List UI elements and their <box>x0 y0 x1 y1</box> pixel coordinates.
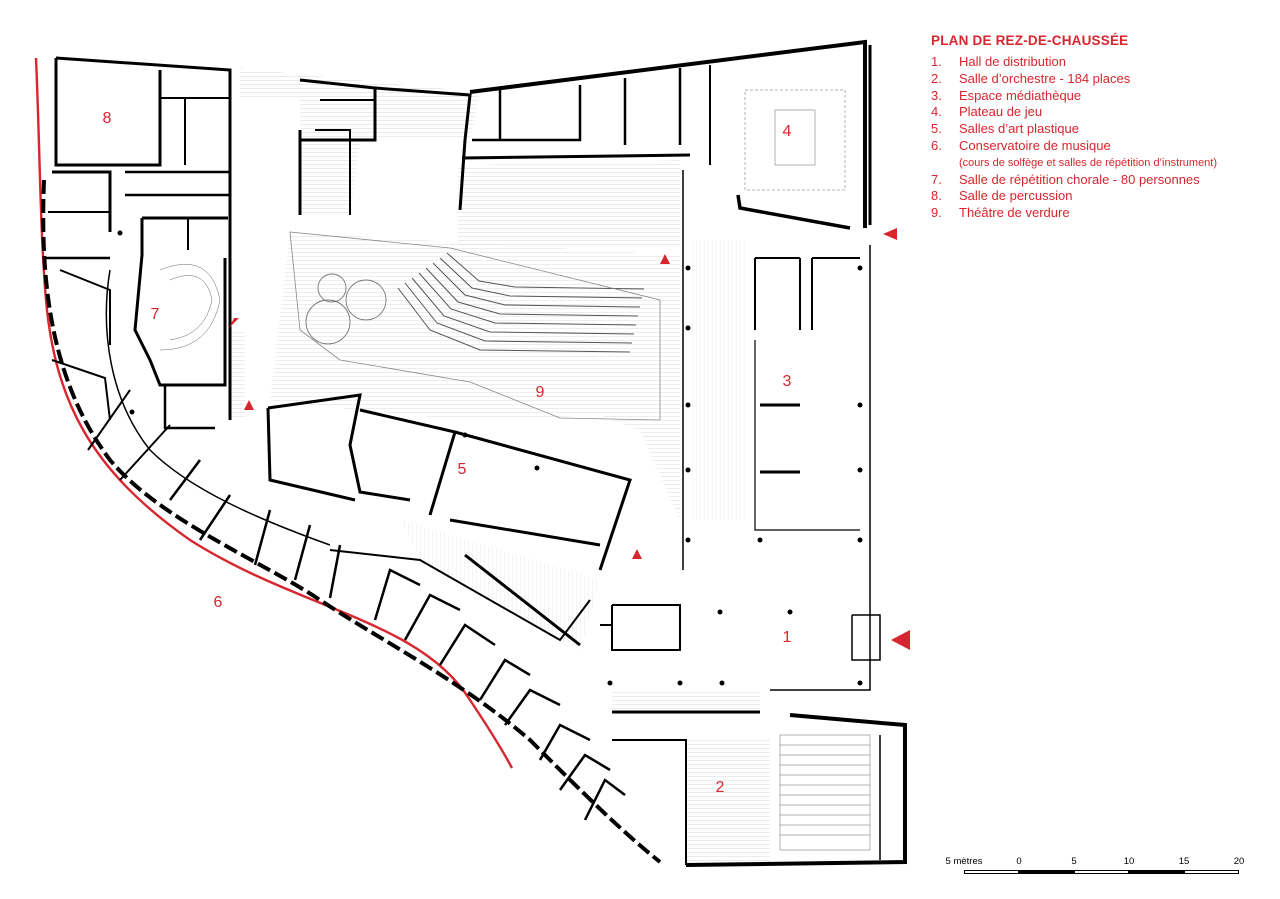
room-label-1: 1 <box>782 629 792 646</box>
scale-tick-label: 10 <box>1123 856 1135 867</box>
room-label-9: 9 <box>535 384 545 401</box>
legend-item: 9. Théâtre de verdure <box>931 205 1217 222</box>
entrance-arrow-icon <box>632 549 642 559</box>
room-label-2: 2 <box>715 779 725 796</box>
walls <box>41 39 907 867</box>
legend-item-number: 3. <box>931 87 942 103</box>
entrance-arrow-icon <box>883 228 897 240</box>
entrance-arrow-icon <box>660 254 670 264</box>
legend-item-label: Salle de répétition chorale - 80 personn… <box>959 171 1200 187</box>
legend-item-label: Espace médiathèque <box>959 87 1082 103</box>
legend-item-label: Salles d’art plastique <box>959 121 1079 137</box>
legend-item: 7. Salle de répétition chorale - 80 perso… <box>931 172 1217 189</box>
legend-item: 1. Hall de distribution <box>931 54 1217 71</box>
legend-item: 8. Salle de percussion <box>931 188 1217 205</box>
legend-item-number: 4. <box>931 104 942 120</box>
legend-item-number: 6. <box>931 137 942 153</box>
room-label-3: 3 <box>782 373 792 390</box>
legend-item-label: Théâtre de verdure <box>959 205 1070 221</box>
legend-item-sublabel: (cours de solfège et salles de répétitio… <box>959 156 1218 169</box>
legend-item-number: 8. <box>931 188 942 204</box>
entrance-arrow-icon <box>244 400 254 410</box>
legend: PLAN DE REZ-DE-CHAUSSÉE 1. Hall de distri… <box>931 33 1217 222</box>
scale-tick-label: 5 <box>1071 856 1077 867</box>
legend-item-label: Conservatoire de musique <box>959 137 1111 153</box>
scale-tick-label: 15 <box>1178 856 1190 867</box>
legend-item-number: 7. <box>931 171 942 187</box>
legend-item-label: Hall de distribution <box>959 54 1066 69</box>
legend-item-number: 9. <box>931 205 942 221</box>
entrance-arrow-icon <box>229 318 239 328</box>
legend-item: 6. Conservatoire de musique <box>931 138 1217 155</box>
scale-segment <box>1074 870 1129 874</box>
legend-item-label: Plateau de jeu <box>959 104 1043 120</box>
main-entrance-arrow-icon <box>891 630 910 650</box>
legend-item-number: 2. <box>931 70 942 86</box>
columns <box>117 230 863 686</box>
hatched-areas <box>230 68 770 865</box>
room-label-8: 8 <box>102 110 112 127</box>
amphitheatre-steps <box>289 231 661 421</box>
room-label-5: 5 <box>457 461 467 478</box>
scale-bar: 5 mètres 0 5 10 15 20 <box>942 856 1247 896</box>
scale-tick-label: 20 <box>1233 856 1245 867</box>
scale-tick-label: 0 <box>1016 856 1022 867</box>
legend-item: 2. Salle d’orchestre - 184 places <box>931 71 1217 88</box>
legend-item-note: (cours de solfège et salles de répétitio… <box>931 155 1217 172</box>
trees <box>305 273 387 345</box>
legend-title: PLAN DE REZ-DE-CHAUSSÉE <box>931 33 1129 48</box>
legend-item-label: Salle d’orchestre - 184 places <box>959 70 1131 86</box>
scale-unit-label: 5 mètres <box>945 856 983 867</box>
legend-item: 3. Espace médiathèque <box>931 88 1217 105</box>
scale-segment <box>1184 870 1239 874</box>
legend-item-label: Salle de percussion <box>959 188 1073 204</box>
legend-item: 5. Salles d’art plastique <box>931 121 1217 138</box>
scale-segment <box>1129 870 1184 874</box>
room-label-4: 4 <box>782 123 792 140</box>
room-label-6: 6 <box>213 594 223 611</box>
legend-list: 1. Hall de distribution 2. Salle d’orchest… <box>931 54 1217 222</box>
seating <box>159 89 871 851</box>
scale-segment <box>1019 870 1074 874</box>
legend-item: 4. Plateau de jeu <box>931 104 1217 121</box>
room-label-7: 7 <box>150 306 160 323</box>
legend-item-number: 5. <box>931 121 942 137</box>
legend-item-number: 1. <box>931 54 942 69</box>
entry-arrows <box>229 228 910 650</box>
scale-segment <box>964 870 1019 874</box>
